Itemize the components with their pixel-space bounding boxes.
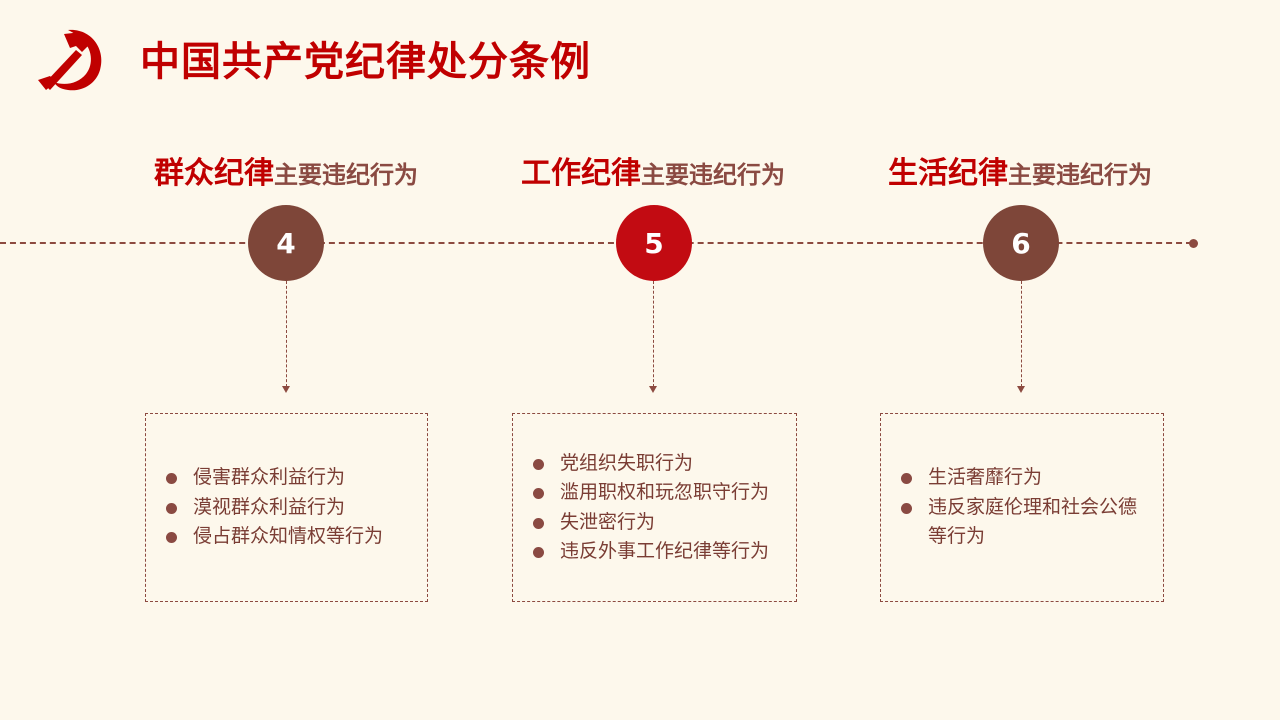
step-circle-5: 5 (616, 205, 692, 281)
section-heading-mass-discipline: 群众纪律主要违纪行为 (96, 152, 476, 200)
list-item: 漠视群众利益行为 (164, 493, 409, 523)
list-item: 侵害群众利益行为 (164, 463, 409, 493)
connector-line (286, 281, 287, 387)
connector-line (653, 281, 654, 387)
section-heading-rest: 主要违纪行为 (641, 161, 785, 189)
page-title: 中国共产党纪律处分条例 (140, 39, 591, 85)
step-circle-6: 6 (983, 205, 1059, 281)
list-item: 侵占群众知情权等行为 (164, 522, 409, 552)
section-heading-strong: 生活纪律 (888, 156, 1008, 191)
section-box-life-discipline: 生活奢靡行为 违反家庭伦理和社会公德等行为 (880, 413, 1164, 602)
section-heading-rest: 主要违纪行为 (1008, 161, 1152, 189)
list-item: 失泄密行为 (531, 508, 778, 538)
arrow-down-icon (282, 386, 290, 393)
section-box-mass-discipline: 侵害群众利益行为 漠视群众利益行为 侵占群众知情权等行为 (145, 413, 428, 602)
timeline-end-dot (1189, 239, 1198, 248)
list-item: 党组织失职行为 (531, 449, 778, 479)
timeline-line (0, 242, 1192, 244)
step-circle-4: 4 (248, 205, 324, 281)
section-heading-strong: 工作纪律 (521, 156, 641, 191)
section-heading-life-discipline: 生活纪律主要违纪行为 (830, 152, 1210, 200)
hammer-and-sickle-icon (38, 29, 102, 91)
connector-line (1021, 281, 1022, 387)
list-item: 滥用职权和玩忽职守行为 (531, 478, 778, 508)
list-item: 违反外事工作纪律等行为 (531, 537, 778, 567)
section-box-work-discipline: 党组织失职行为 滥用职权和玩忽职守行为 失泄密行为 违反外事工作纪律等行为 (512, 413, 797, 602)
arrow-down-icon (1017, 386, 1025, 393)
list-item: 生活奢靡行为 (899, 463, 1145, 493)
arrow-down-icon (649, 386, 657, 393)
section-heading-work-discipline: 工作纪律主要违纪行为 (463, 152, 843, 200)
section-heading-strong: 群众纪律 (154, 156, 274, 191)
list-item: 违反家庭伦理和社会公德等行为 (899, 493, 1145, 552)
section-heading-rest: 主要违纪行为 (274, 161, 418, 189)
